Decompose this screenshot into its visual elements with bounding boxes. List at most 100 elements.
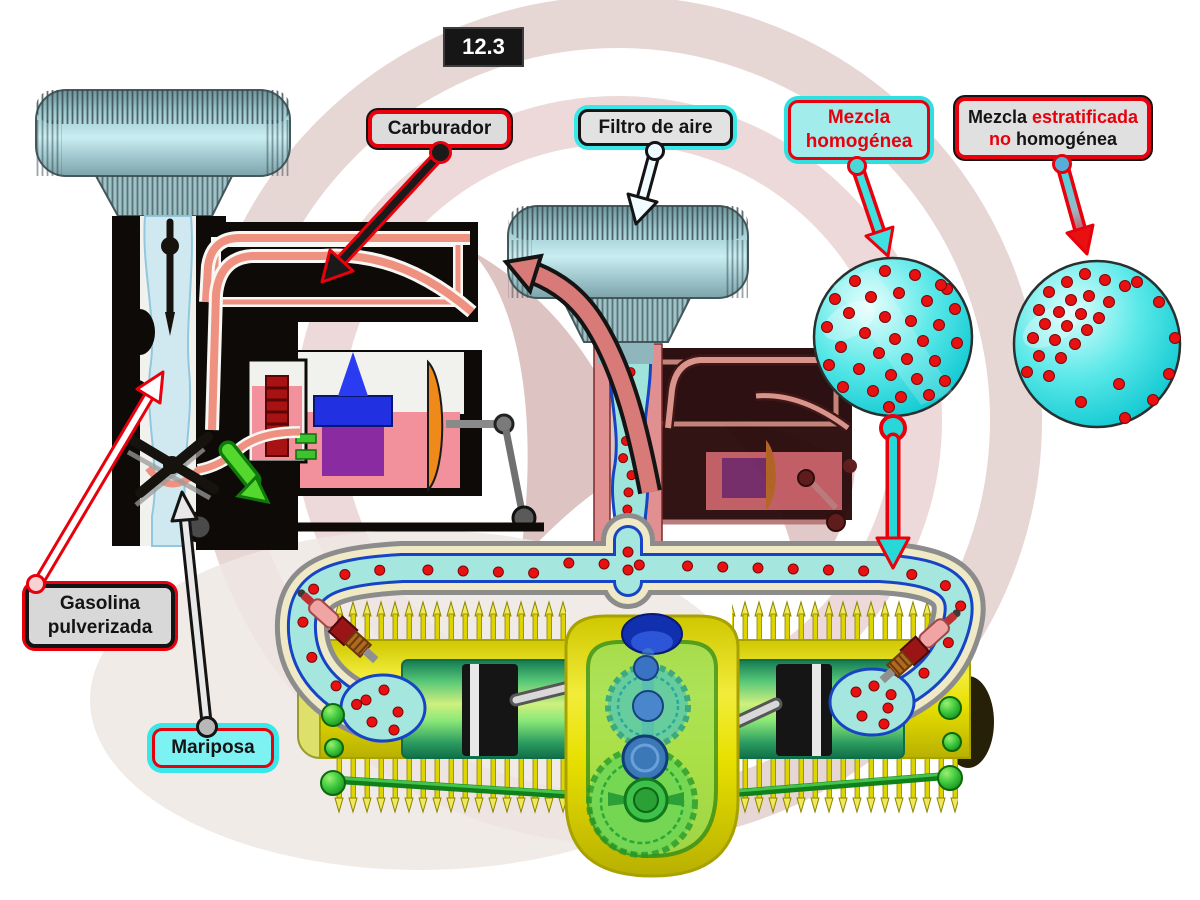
homog-arrow-shaft [853,162,883,235]
label-gasolina-pulverizada: Gasolina pulverizada [25,584,175,648]
fuel-droplet [1075,308,1087,320]
label-homog-line2: homogénea [805,131,913,152]
fuel-droplet [889,333,901,345]
label-filtro-text: Filtro de aire [598,116,713,138]
fuel-droplet [528,567,540,579]
homogeneous-droplets [821,265,963,413]
manifold-droplets [297,557,967,710]
fuel-droplet [1075,396,1087,408]
fuel-droplet [1061,320,1073,332]
fuel-droplet [633,559,645,571]
crank-journal-ring [630,743,660,773]
air-filter-hatch-right [264,120,290,176]
float-blue [313,395,393,427]
plug-cap [301,592,314,605]
fuel-droplet [923,389,935,401]
piston-ring-right [812,664,821,756]
fuel-droplet [921,295,933,307]
homog-down-arrow-head [875,536,911,570]
fuel-droplet [1093,312,1105,324]
diaphragm-orange [427,359,444,493]
fuel-droplet [1131,276,1143,288]
fuel-droplet [752,562,764,574]
fuel-droplet [859,327,871,339]
fuel-droplet [835,341,847,353]
crank-journal-top [633,655,659,681]
fuel-droplet [821,321,833,333]
fuel-droplet [598,558,610,570]
carburador-pin [429,141,452,164]
fuel-droplet [1027,332,1039,344]
fuel-droplet [909,269,921,281]
air-filter-left [35,89,291,217]
fuel-droplet [942,637,954,649]
gasolina-pin [26,574,46,594]
fuel-droplet [885,689,897,701]
rocker-ball [321,703,345,727]
estrat-word4: homogénea [1016,129,1118,149]
plug-electrode [362,647,379,664]
rocker-ball [937,765,963,791]
camshaft-cone-left [608,792,624,806]
estrat-arrow-shaft [1058,160,1084,233]
fuel-droplet [873,347,885,359]
stratified-droplets [1021,268,1181,424]
plug-thread [885,650,915,679]
venturi-port-upper [125,309,155,355]
fuel-droplet [1099,274,1111,286]
butterfly-axle [163,456,181,474]
piston-right [776,664,832,756]
stratified-mixture-circle [1012,259,1182,429]
label-mariposa-text: Mariposa [171,737,255,759]
ghost-ball-c [843,459,857,473]
filtro-arrow-head [626,192,659,226]
float-needle-valve [338,352,368,396]
estrat-word1: Mezcla [967,106,1027,127]
fuel-droplet [955,600,967,612]
air-filter-stem-hatch [96,176,232,216]
fuel-droplet [330,680,342,692]
gasolina-arrow-head [135,370,165,405]
figure-number-badge: 12.3 [443,27,524,67]
fuel-droplet [905,315,917,327]
filter-hatch-right-mid [724,240,748,298]
fuel-droplet [858,565,870,577]
rocker-ball [942,732,962,752]
crankcase [564,613,740,878]
label-gasolina-line1: Gasolina [59,593,141,615]
fuel-droplet [837,381,849,393]
crank-nose-highlight [631,631,673,653]
estrat-word2: estratificada [1031,106,1139,127]
spark-plug-right [879,609,961,684]
fuel-droplet [1069,338,1081,350]
float-base-purple [322,424,384,476]
fuel-droplet [1039,318,1051,330]
fuel-droplet [853,363,865,375]
label-carburador-text: Carburador [387,118,492,140]
shadow-carburetor-assembly [502,205,857,566]
fuel-droplet [1033,350,1045,362]
estrat-pin [1052,154,1072,174]
fuel-droplet [787,563,799,575]
fuel-droplet [893,287,905,299]
fuel-droplet [822,564,834,576]
fuel-droplet [879,265,891,277]
estrat-arrow-head [1065,223,1095,256]
fuel-droplet [906,568,918,580]
label-gasolina-line2: pulverizada [47,617,153,638]
fuel-droplet [308,583,320,595]
fuel-droplet [1053,306,1065,318]
air-filter-element-hatch [36,90,290,124]
camshaft-cone-right [668,792,684,806]
fuel-droplet [457,565,469,577]
fuel-droplet [563,557,575,569]
homog-pin [847,156,867,176]
fuel-droplet [297,616,309,628]
fuel-droplet [1147,394,1159,406]
intake-manifold [274,513,986,743]
filtro-pin [645,141,665,161]
carburador-arrow-head [320,248,355,284]
fuel-droplet [935,279,947,291]
